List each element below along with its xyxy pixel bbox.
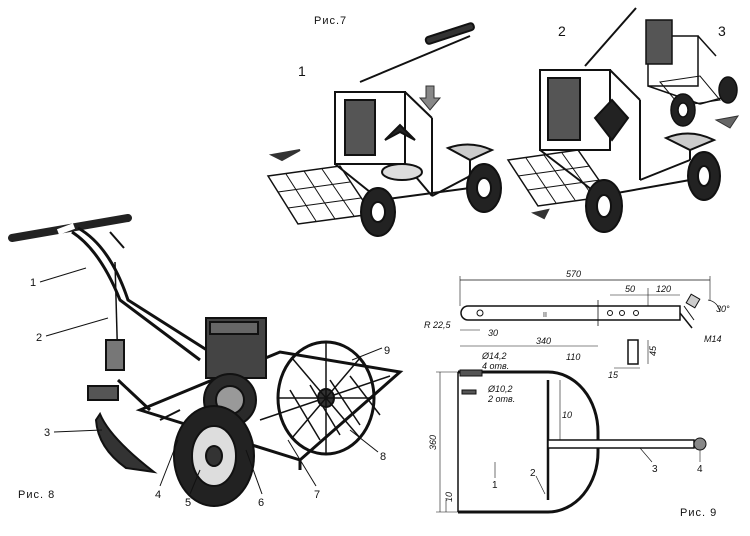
fig9-part-2: 2 (530, 468, 536, 479)
dim-360: 360 (428, 435, 438, 450)
fig8-callouts: 1 2 3 4 5 6 7 8 9 (30, 277, 390, 509)
fig8-callout-1: 1 (30, 277, 36, 289)
fig8-caption: Рис. 8 (18, 489, 55, 501)
dim-120: 120 (656, 284, 671, 294)
dim-hole-14: Ø14,2 (481, 351, 507, 361)
dim-radius: R 22,5 (424, 320, 452, 330)
fig7-stage-2-number: 2 (558, 23, 566, 39)
dim-10-bottom: 10 (444, 492, 454, 502)
dim-angle: 30° (716, 304, 730, 314)
dim-total-length: 570 (566, 269, 581, 279)
fig9-caption: Рис. 9 (680, 507, 717, 519)
dim-10-inner: 10 (562, 410, 572, 420)
dim-50: 50 (625, 284, 635, 294)
fig8-callout-8: 8 (380, 451, 386, 463)
dim-holes-2: 2 отв. (487, 394, 515, 404)
dim-thread: M14 (704, 334, 722, 344)
fig9-part-numbers: 1 2 3 4 (492, 464, 703, 491)
fig9-technical-drawing: II (436, 276, 721, 514)
fig7-stage-1-number: 1 (298, 63, 306, 79)
dim-110: 110 (566, 352, 580, 362)
fig7-caption: Рис.7 (314, 15, 347, 27)
fig8-callout-6: 6 (258, 497, 264, 509)
fig9-part-1: 1 (492, 480, 498, 491)
fig7-stage-1-illustration: 1 (266, 22, 502, 237)
dim-30: 30 (488, 328, 498, 338)
fig8-callout-4: 4 (155, 489, 161, 501)
fig8-callout-3: 3 (44, 427, 50, 439)
dim-15: 15 (608, 370, 619, 380)
fig7-stage-3-illustration: 3 (645, 19, 740, 129)
svg-text:II: II (543, 312, 547, 319)
dim-hole-10: Ø10,2 (487, 384, 513, 394)
fig8-callout-7: 7 (314, 489, 320, 501)
fig8-callout-5: 5 (185, 497, 191, 509)
dim-340: 340 (536, 336, 551, 346)
fig8-tractor-illustration (8, 214, 404, 507)
fig9-part-4: 4 (697, 464, 703, 475)
dim-45: 45 (648, 345, 658, 356)
fig9-dimension-labels: 570 50 120 R 22,5 30 340 110 30° M14 Ø14… (424, 269, 730, 502)
dim-holes-4: 4 отв. (482, 361, 509, 371)
fig7-stage-3-number: 3 (718, 23, 726, 39)
fig9-part-3: 3 (652, 464, 658, 475)
fig8-callout-9: 9 (384, 345, 390, 357)
fig8-callout-2: 2 (36, 332, 42, 344)
fig7-stage-2-illustration: 2 (506, 7, 721, 233)
